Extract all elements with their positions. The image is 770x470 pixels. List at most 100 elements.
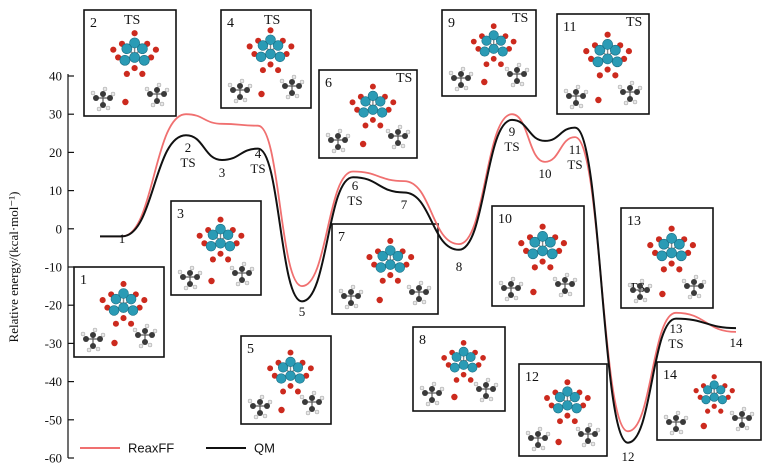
- metal-atom: [602, 53, 613, 65]
- point-label-10: 10: [539, 166, 552, 181]
- carbon-atom: [187, 270, 193, 276]
- metal-atom: [709, 392, 719, 402]
- metal-atom: [215, 238, 226, 249]
- carbon-atom: [83, 336, 89, 342]
- hydrogen-atom: [244, 280, 250, 286]
- carbon-atom: [142, 339, 148, 345]
- carbon-atom: [90, 332, 96, 338]
- hydrogen-atom: [572, 277, 578, 283]
- carbon-atom: [490, 386, 496, 392]
- point-label-1: 1: [119, 231, 126, 246]
- hydrogen-atom: [578, 103, 584, 109]
- carbon-atom: [257, 399, 263, 405]
- carbon-atom: [644, 287, 650, 293]
- carbon-atom: [673, 426, 679, 432]
- point-label-number: 2: [185, 140, 192, 155]
- metal-atom: [207, 229, 219, 241]
- hydrogen-atom: [558, 292, 564, 298]
- carbon-atom: [569, 281, 575, 287]
- hydrogen-atom: [86, 347, 92, 353]
- legend-item-qm: QM: [206, 441, 275, 456]
- hydrogen-atom: [431, 381, 437, 387]
- oxygen-atom: [584, 395, 591, 401]
- inset-ts-label: TS: [626, 15, 642, 30]
- point-label-number: 3: [219, 165, 226, 180]
- metal-atom: [108, 305, 120, 316]
- hydrogen-atom: [735, 426, 741, 432]
- metal-atom: [265, 48, 276, 60]
- carbon-atom: [514, 67, 520, 73]
- hydrogen-atom: [90, 90, 96, 96]
- oxygen-atom: [475, 45, 482, 52]
- metal-atom: [592, 56, 604, 68]
- oxygen-atom: [518, 240, 525, 247]
- hydrogen-atom: [299, 394, 305, 400]
- carbon-atom: [578, 431, 584, 437]
- inset-12: 12: [518, 363, 608, 457]
- hydrogen-atom: [144, 86, 150, 92]
- carbon-atom: [335, 144, 341, 150]
- metal-atom: [118, 302, 129, 313]
- inset-ts-label: TS: [512, 11, 528, 26]
- metal-atom: [110, 293, 122, 305]
- y-tick-label: -60: [45, 451, 62, 466]
- carbon-atom: [698, 283, 704, 289]
- oxygen-atom: [390, 99, 397, 106]
- metal-atom: [716, 385, 726, 395]
- y-tick-label: -10: [45, 260, 62, 275]
- oxygen-atom: [267, 365, 274, 372]
- point-label-ts: TS: [250, 161, 265, 176]
- hydrogen-atom: [701, 279, 707, 285]
- oxygen-atom: [120, 315, 127, 322]
- oxygen-atom: [620, 55, 628, 63]
- inset-number: 2: [90, 16, 97, 31]
- oxygen-atom: [258, 90, 265, 98]
- oxygen-atom: [209, 256, 216, 263]
- carbon-atom: [402, 133, 408, 139]
- point-label-number: 1: [119, 231, 126, 246]
- carbon-atom: [100, 91, 106, 97]
- oxygen-atom: [481, 78, 488, 86]
- hydrogen-atom: [564, 272, 570, 278]
- oxygen-atom: [700, 422, 707, 430]
- point-label-number: 10: [539, 166, 552, 181]
- carbon-atom: [483, 393, 489, 399]
- inset-number: 12: [525, 370, 539, 385]
- carbon-atom: [573, 89, 579, 95]
- metal-atom: [709, 380, 719, 390]
- carbon-atom: [535, 442, 541, 448]
- carbon-atom: [328, 137, 334, 143]
- hydrogen-atom: [197, 270, 203, 276]
- metal-atom: [717, 395, 727, 405]
- hydrogen-atom: [669, 430, 675, 436]
- y-tick-label: 10: [49, 183, 62, 198]
- hydrogen-atom: [418, 280, 424, 286]
- metal-atom: [481, 35, 492, 46]
- oxygen-atom: [711, 403, 717, 409]
- y-tick-label: -50: [45, 412, 62, 427]
- oxygen-atom: [287, 349, 294, 356]
- carbon-atom: [90, 343, 96, 349]
- hydrogen-atom: [595, 427, 601, 433]
- hydrogen-atom: [516, 62, 522, 68]
- hydrogen-atom: [325, 132, 331, 138]
- metal-atom: [138, 54, 150, 66]
- oxygen-atom: [490, 23, 497, 30]
- oxygen-atom: [612, 72, 619, 79]
- hydrogen-atom: [406, 284, 412, 290]
- metal-atom: [675, 250, 687, 262]
- oxygen-atom: [217, 250, 224, 257]
- metal-atom: [294, 373, 305, 384]
- carbon-atom: [637, 283, 643, 289]
- hydrogen-atom: [96, 106, 102, 112]
- point-label-number: 14: [730, 335, 744, 350]
- hydrogen-atom: [531, 446, 537, 452]
- hydrogen-atom: [385, 128, 391, 134]
- metal-atom: [385, 245, 396, 256]
- carbon-atom: [630, 287, 636, 293]
- carbon-atom: [521, 71, 527, 77]
